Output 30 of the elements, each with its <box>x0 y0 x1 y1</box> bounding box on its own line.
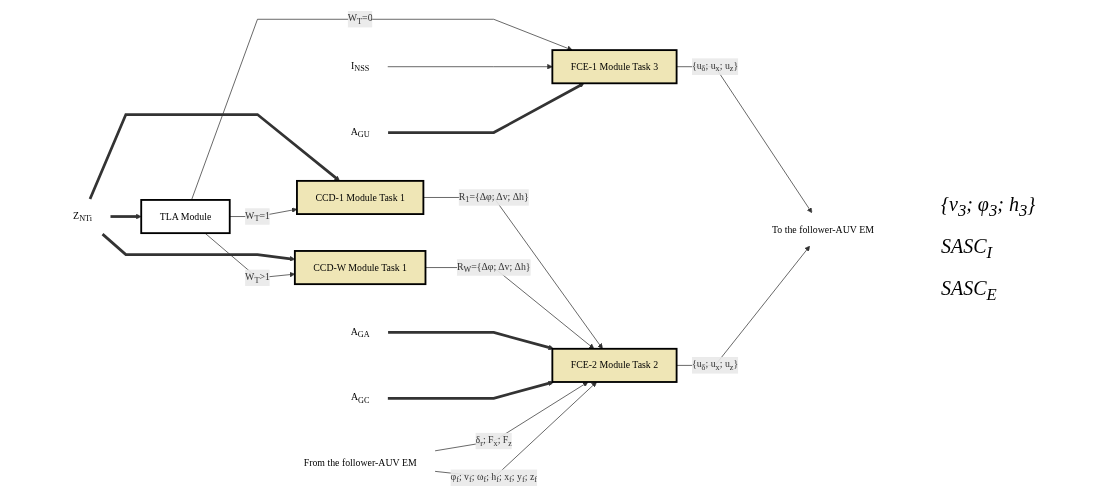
edge-label: {u$_{δ}$; u$_{x}$; u$_{z}$} <box>691 60 739 74</box>
note-label: {v$_{3}$; φ$_{3}$; h$_{3}$} <box>941 192 1037 221</box>
node-text: Z$_{NTi}$ <box>73 210 93 224</box>
edge-label: φ$_{f}$; v$_{f}$; ω$_{f}$; h$_{f}$; x$_{f}$; y$_{f}$; z$_{f}$ <box>450 471 537 485</box>
node-box <box>551 49 678 85</box>
node-text: To the follower-AUV EM <box>771 223 874 235</box>
node-text: A$_{GU}$ <box>350 126 370 140</box>
note-label: SASC$_{I}$ <box>941 234 994 263</box>
node-text: From the follower-AUV EM <box>303 457 417 469</box>
note-label: SASC$_{E}$ <box>941 276 998 305</box>
arrow <box>387 380 554 400</box>
edge-label: {u$_{δ}$; u$_{x}$; u$_{z}$} <box>691 358 739 372</box>
node-text: A$_{GC}$ <box>350 391 370 405</box>
arrow <box>110 213 142 220</box>
node-box <box>140 199 231 235</box>
edge-label: R$_{W}$={Δφ; Δv; Δh} <box>456 261 531 275</box>
flowchart-diagram: W$_{T}$=0 W$_{T}$=1 W$_{T}$>1 R$_{1}$={Δφ; Δv; Δh} R$_{W}$={Δφ; Δv; Δh} {u$_{δ}$; u$_{x}$; u$_{z}$} {u$_{δ}$; u$_{x}$; u$_{z}$} δ$_{r}$; F$_{x}$; F$_{z}$ φ$_{f}$; v$_{f}$; ω$_{f}$; h$_{f}$; x$_{f}$; y$_{f}$; z$_{f}$ Z$_{NTi}$ TLA Module CCD-1 Module Task 1 CCD-W Module Task 1 FCE-1 Module Task 3 FCE-2 Module Task 2 I$_{NSS}$ A$_{GU}$ A$_{GA}$ A$_{GC}$ To the follower-AUV EM From the follower-AUV EM <box>6 6 941 491</box>
node-box <box>296 179 425 215</box>
arrow <box>388 83 585 134</box>
arrow <box>88 113 340 200</box>
node-text: A$_{GA}$ <box>350 325 370 339</box>
edge-label: δ$_{r}$; F$_{x}$; F$_{z}$ <box>475 434 512 448</box>
edge-label: W$_{T}$>1 <box>245 271 270 285</box>
edge-label: R$_{1}$={Δφ; Δv; Δh} <box>458 190 529 204</box>
node-box <box>551 347 678 383</box>
edge-label: W$_{T}$=1 <box>245 210 270 224</box>
edge-label: W$_{T}$=0 <box>347 12 373 26</box>
arrow <box>388 331 554 351</box>
node-box <box>293 250 427 286</box>
node-text: I$_{NSS}$ <box>351 60 370 74</box>
